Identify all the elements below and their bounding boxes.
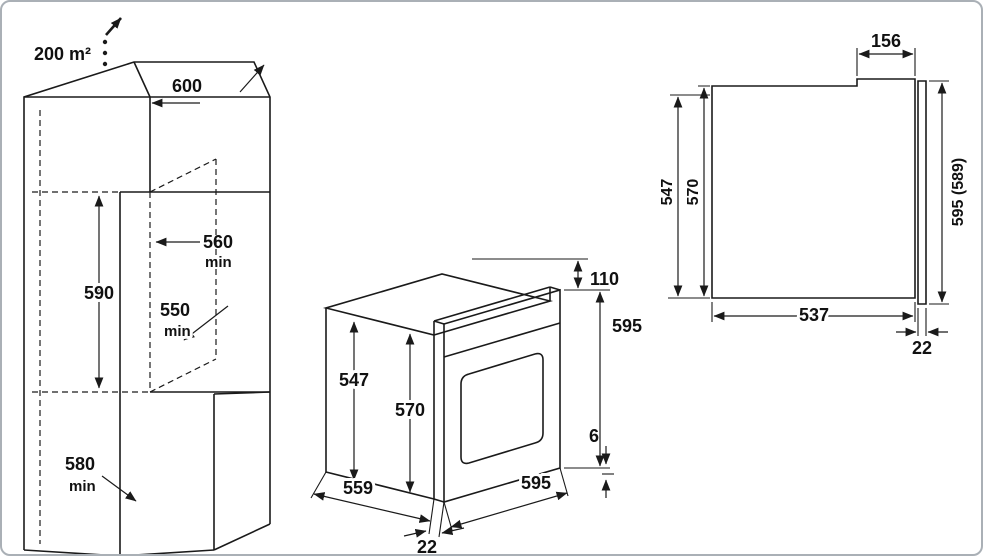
dim-560-label: 560 (203, 232, 233, 252)
dim-547-label: 547 (339, 370, 369, 390)
rear-body-outline (711, 78, 916, 299)
dim-110-label: 110 (590, 269, 619, 289)
dim-600-arrow-back (239, 64, 265, 93)
dim-550-label: 550 (160, 300, 190, 320)
dim-top-cutout: 156 (856, 31, 916, 76)
dim-595-label: 595 (612, 316, 642, 336)
dim-559-line (313, 492, 431, 523)
dim-580-arrow (101, 475, 137, 502)
dim-rear-width: 537 (711, 302, 916, 328)
dim-niche-height: 590 (81, 195, 117, 389)
dim-22-ext-b (438, 501, 445, 538)
vent-dot (102, 50, 108, 56)
dim-560-min-label: min (205, 254, 232, 271)
dim-width: 595 (443, 467, 569, 531)
ventilation-symbol (102, 17, 122, 67)
dim-bottom-gap: 6 (589, 426, 614, 498)
dim-6-label: 6 (589, 426, 599, 446)
oven-frame-top-band (433, 286, 561, 325)
dim-559-label: 559 (343, 478, 373, 498)
dim-590-label: 590 (84, 283, 114, 303)
dim-22r-label: 22 (912, 338, 932, 358)
base-unit-edges (213, 391, 271, 551)
dim-rear-heights: 547 570 (659, 85, 710, 299)
dim-top-depth: 600 (151, 64, 265, 108)
dim-door-height: 570 (392, 333, 428, 493)
dim-frame-overhang: 22 (403, 498, 465, 556)
dim-600-label: 600 (172, 76, 202, 96)
dim-595w-line (450, 491, 568, 529)
dim-22-label: 22 (417, 537, 437, 556)
oven-control-panel-divider (443, 322, 561, 358)
oven-body-top-face (322, 273, 554, 336)
dim-595w-label: 595 (521, 473, 551, 493)
dim-total-height: 595 (564, 289, 642, 469)
dim-rear-570-label: 570 (685, 179, 702, 206)
dim-rear-flange-width: 22 (896, 308, 948, 358)
dim-559-ext-back (310, 471, 327, 499)
cabinet-bottom-edge (23, 549, 215, 554)
dim-595w-ext-left (443, 501, 453, 531)
dim-body-depth: 559 (310, 471, 431, 523)
dim-body-height: 547 (336, 321, 372, 481)
dim-550-arrow (183, 305, 229, 341)
vent-dot (102, 61, 108, 67)
dim-570-label: 570 (395, 400, 425, 420)
dim-580-label: 580 (65, 454, 95, 474)
hidden-niche-back-edges (149, 158, 217, 393)
cabinet-outline (23, 61, 271, 550)
cabinet-view: 200 m² 600 560 min 590 550 min 580 (23, 17, 271, 554)
oven-door-window (460, 352, 544, 465)
dim-niche-depth: 550 min (157, 297, 229, 343)
oven-iso-view: 110 595 6 547 570 55 (310, 258, 642, 556)
dim-595w-ext-right (559, 467, 569, 497)
ventilation-area-label: 200 m² (34, 44, 91, 64)
dim-rear-total-height: 595 (589) (929, 80, 967, 305)
dim-537-label: 537 (799, 305, 829, 325)
oven-frame-left-band (433, 321, 445, 503)
dim-156-label: 156 (871, 31, 901, 51)
dim-22-ext-a (428, 498, 435, 535)
dim-niche-width: 560 min (155, 232, 233, 271)
top-box-left-edge (133, 61, 151, 192)
oven-rear-view: 156 547 570 595 (589) 537 (659, 31, 967, 358)
ventilation-arrow (105, 17, 122, 36)
dim-550-min-label: min (164, 323, 191, 340)
rear-flange (917, 80, 927, 305)
dim-rear-595-label: 595 (589) (950, 158, 967, 227)
vent-dot (102, 39, 108, 45)
dim-control-panel-height: 110 (472, 258, 619, 291)
dim-22-arrow-left (403, 529, 427, 538)
dim-22-arrow-right (441, 526, 465, 535)
dim-580-min-label: min (69, 478, 96, 495)
dim-base-depth: 580 min (62, 451, 137, 502)
dim-rear-547-label: 547 (659, 179, 676, 206)
